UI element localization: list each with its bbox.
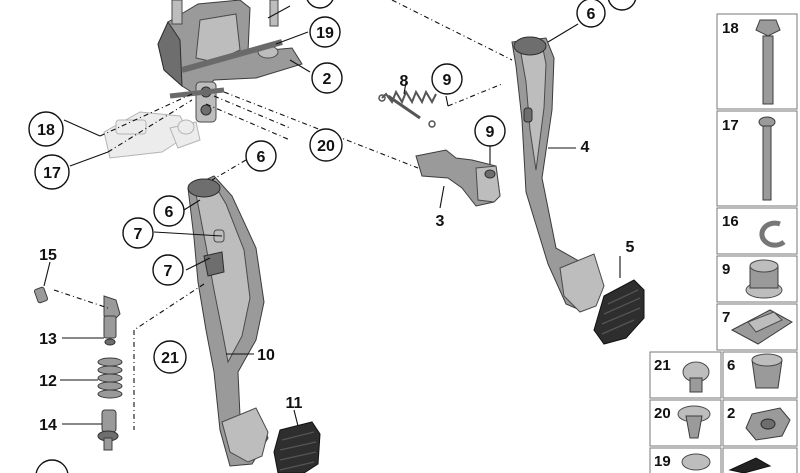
svg-text:18: 18 <box>37 122 55 139</box>
label-12: 12 <box>39 373 57 390</box>
label-10-brake-pedal: 10 <box>257 347 275 364</box>
svg-text:2: 2 <box>727 405 735 422</box>
svg-text:9: 9 <box>486 124 495 141</box>
callout-cut-bottom <box>35 459 69 473</box>
svg-text:17: 17 <box>43 165 61 182</box>
label-13: 13 <box>39 331 57 348</box>
callout-2-bracket: 2 <box>311 62 343 94</box>
legend-cell-21: 21 <box>649 351 722 399</box>
label-8-spring: 8 <box>400 73 409 90</box>
svg-text:6: 6 <box>587 6 596 23</box>
legend-cell-18: 18 <box>716 13 798 110</box>
coil-spring <box>97 357 123 399</box>
label-11-rubber: 11 <box>286 395 303 412</box>
callout-7-upper: 7 <box>122 217 154 249</box>
callout-19-bracket: 19 <box>309 16 341 48</box>
label-3-bracket: 3 <box>436 213 445 230</box>
svg-text:6: 6 <box>257 149 266 166</box>
legend-cell-2: 2 <box>722 399 798 447</box>
svg-text:7: 7 <box>722 309 730 326</box>
svg-text:16: 16 <box>722 213 739 230</box>
svg-text:21: 21 <box>161 350 179 367</box>
callout-18-sensor: 18 <box>28 111 64 147</box>
svg-text:7: 7 <box>134 226 143 243</box>
svg-text:2: 2 <box>323 71 332 88</box>
callout-17-sensor: 17 <box>34 154 70 190</box>
clutch-pedal-arm <box>511 36 593 311</box>
callout-6-brake: 6 <box>153 195 185 227</box>
legend-cell-17: 17 <box>716 110 798 207</box>
svg-text:6: 6 <box>727 357 735 374</box>
callout-7-lower: 7 <box>152 254 184 286</box>
callout-6-mid: 6 <box>245 140 277 172</box>
clutch-pedal-rubber <box>593 279 645 345</box>
svg-text:17: 17 <box>722 117 739 134</box>
legend-cell-9: 9 <box>716 255 798 303</box>
callout-6-top: 6 <box>576 0 606 28</box>
svg-text:21: 21 <box>654 357 671 374</box>
svg-text:18: 18 <box>722 20 739 37</box>
legend-grid: 18 17 16 9 7 <box>649 13 798 473</box>
label-4-clutch-pedal: 4 <box>581 139 590 156</box>
callout-21: 21 <box>153 340 187 374</box>
label-5-rubber: 5 <box>626 239 635 256</box>
legend-cell-16: 16 <box>716 207 798 255</box>
support-bracket <box>415 149 501 207</box>
pedal-bracket <box>157 0 303 123</box>
brake-pedal-rubber <box>273 421 321 473</box>
callout-cut-top <box>306 0 334 9</box>
legend-cell-cut <box>722 447 798 473</box>
svg-text:20: 20 <box>317 138 335 155</box>
svg-text:7: 7 <box>164 263 173 280</box>
legend-cell-7: 7 <box>716 303 798 351</box>
svg-text:9: 9 <box>443 72 452 89</box>
label-14: 14 <box>39 417 57 434</box>
legend-cell-20: 20 <box>649 399 722 447</box>
callout-20: 20 <box>309 128 343 162</box>
bolt-rods <box>169 39 283 99</box>
callout-9-upper: 9 <box>431 63 463 95</box>
spring-stack <box>33 286 123 451</box>
callout-9-lower: 9 <box>474 115 506 147</box>
legend-cell-19: 19 <box>649 447 722 473</box>
svg-text:9: 9 <box>722 261 730 278</box>
legend-cell-6: 6 <box>722 351 798 399</box>
clutch-pedal-pad <box>559 253 605 313</box>
brake-pedal-pad <box>221 407 269 463</box>
svg-text:19: 19 <box>654 453 671 470</box>
svg-text:20: 20 <box>654 405 671 422</box>
svg-text:19: 19 <box>316 25 334 42</box>
clutch-sensor <box>103 111 201 159</box>
callout-cut-top-right <box>607 0 637 11</box>
svg-text:6: 6 <box>165 204 174 221</box>
tension-spring <box>378 89 437 128</box>
label-15: 15 <box>39 247 57 264</box>
